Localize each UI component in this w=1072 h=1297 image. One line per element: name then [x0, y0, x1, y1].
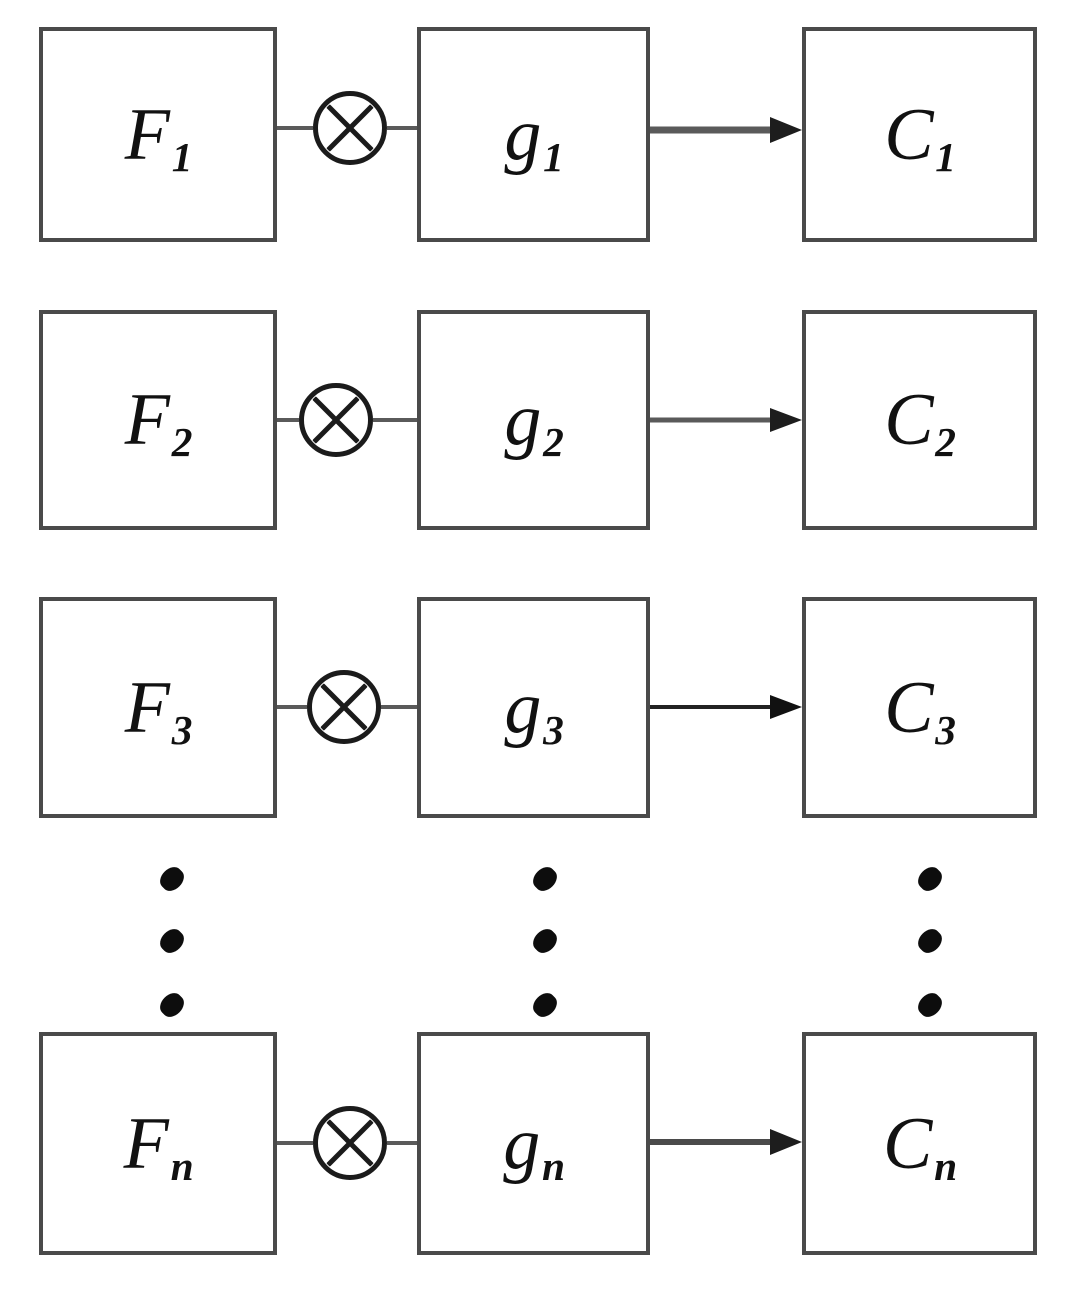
circled-times-icon-row-n — [313, 1106, 387, 1180]
gate-label-row-2: g2 — [504, 379, 564, 466]
operator-tick-right-row-n — [387, 1141, 417, 1145]
circled-times-icon-row-3 — [307, 670, 381, 744]
arrow-row-1 — [650, 115, 802, 145]
output-label-row-3: C3 — [884, 666, 957, 753]
output-label-row-n: Cn — [883, 1102, 958, 1189]
output-label-row-1: C1 — [884, 93, 957, 180]
output-box-row-3[interactable]: C3 — [802, 597, 1037, 818]
circled-times-icon-row-2 — [299, 383, 373, 457]
arrow-row-3 — [650, 692, 802, 722]
feature-label-row-3: F3 — [124, 666, 193, 753]
operator-tick-left-row-3 — [277, 705, 307, 709]
output-box-row-1[interactable]: C1 — [802, 27, 1037, 242]
vertical-ellipsis-dot — [528, 862, 562, 896]
feature-box-row-3[interactable]: F3 — [39, 597, 277, 818]
vertical-ellipsis-dot — [913, 924, 947, 958]
gate-box-row-3[interactable]: g3 — [417, 597, 650, 818]
gate-label-row-3: g3 — [504, 666, 564, 753]
vertical-ellipsis-dot — [913, 988, 947, 1022]
vertical-ellipsis-dot — [528, 988, 562, 1022]
feature-label-row-n: Fn — [123, 1102, 194, 1189]
circled-times-icon-row-1 — [313, 91, 387, 165]
vertical-ellipsis-dot — [155, 924, 189, 958]
arrow-row-2 — [650, 405, 802, 435]
feature-box-row-n[interactable]: Fn — [39, 1032, 277, 1255]
output-label-row-2: C2 — [884, 379, 957, 466]
gate-label-row-1: g1 — [504, 93, 564, 180]
operator-tick-left-row-n — [277, 1141, 313, 1145]
operator-tick-right-row-1 — [387, 126, 417, 130]
feature-label-row-1: F1 — [124, 93, 193, 180]
vertical-ellipsis-dot — [913, 862, 947, 896]
arrow-row-n — [650, 1127, 802, 1157]
feature-box-row-2[interactable]: F2 — [39, 310, 277, 530]
feature-label-row-2: F2 — [124, 379, 193, 466]
output-box-row-n[interactable]: Cn — [802, 1032, 1037, 1255]
gate-box-row-1[interactable]: g1 — [417, 27, 650, 242]
gate-label-row-n: gn — [503, 1102, 565, 1189]
feature-box-row-1[interactable]: F1 — [39, 27, 277, 242]
operator-tick-left-row-2 — [277, 418, 299, 422]
gate-box-row-2[interactable]: g2 — [417, 310, 650, 530]
vertical-ellipsis-dot — [155, 862, 189, 896]
vertical-ellipsis-dot — [528, 924, 562, 958]
operator-tick-right-row-2 — [373, 418, 417, 422]
operator-tick-left-row-1 — [277, 126, 313, 130]
operator-tick-right-row-3 — [381, 705, 417, 709]
vertical-ellipsis-dot — [155, 988, 189, 1022]
gate-box-row-n[interactable]: gn — [417, 1032, 650, 1255]
output-box-row-2[interactable]: C2 — [802, 310, 1037, 530]
